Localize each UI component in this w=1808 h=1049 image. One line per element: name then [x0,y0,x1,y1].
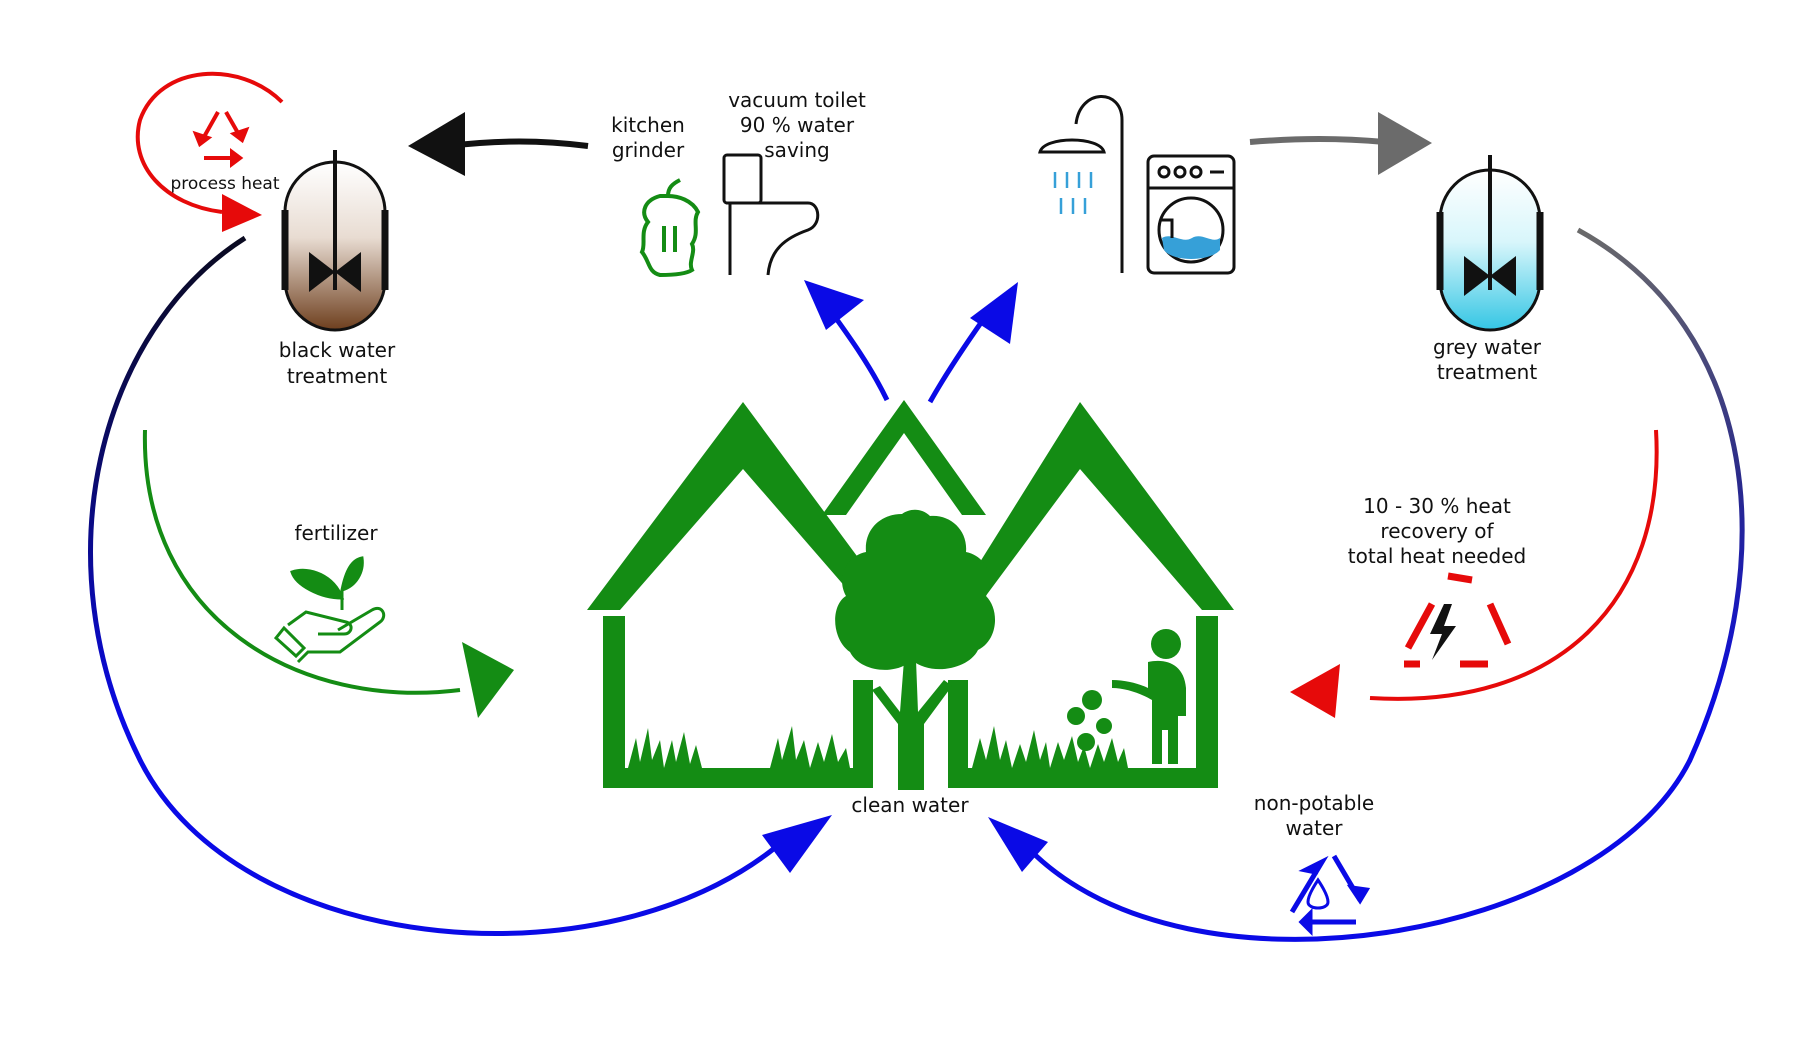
flower-icon [1067,690,1112,751]
arrowhead-clean-water-right [988,817,1048,872]
heat-recovery-label-line3: total heat needed [1348,544,1527,568]
heat-recovery-label-line1: 10 - 30 % heat [1363,494,1511,518]
fertilizer-label: fertilizer [294,521,378,545]
toilet-icon [722,153,820,276]
heat-recovery-arrow [1290,429,1659,718]
house-icon [587,400,1234,788]
recycle-icon [192,111,250,168]
heat-recovery-label-line2: recovery of [1380,519,1494,543]
black-water-flow-arrow [408,112,589,176]
kitchen-grinder-label-line1: kitchen [611,113,685,137]
water-recycle-icon [1289,854,1371,937]
black-water-label-line1: black water [279,338,396,362]
fertilizer-flow-arrow [142,429,514,718]
vacuum-toilet-label-line1: vacuum toilet [728,88,866,112]
process-heat-loop [135,71,284,232]
non-potable-water-label-line1: non-potable [1254,791,1374,815]
apple-core-icon [639,178,701,278]
tree-icon [835,509,996,790]
washing-machine-icon [1146,154,1236,275]
process-heat-label: process heat [170,174,279,194]
grey-water-label-line1: grey water [1433,335,1542,359]
kitchen-grinder-label-line2: grinder [612,138,685,162]
non-potable-water-label-line2: water [1286,816,1344,840]
black-water-return-loop [88,235,832,936]
grey-water-label-line2: treatment [1437,360,1537,384]
grey-water-flow-arrow [1249,112,1432,175]
vacuum-toilet-label-line2: 90 % water [740,113,855,137]
black-water-reactor-icon [281,150,389,332]
supply-arrow-shower [927,282,1018,404]
lightning-icon [1430,604,1456,660]
person-icon [1112,629,1186,764]
shower-icon [1038,95,1124,273]
lightning-recycle-icon [1404,572,1512,668]
clean-water-label: clean water [851,793,969,817]
arrowhead-clean-water-left [762,815,832,873]
supply-arrow-toilet [804,280,890,402]
black-water-label-line2: treatment [287,364,387,388]
water-drop-icon [1306,877,1330,910]
grey-water-reactor-icon [1436,155,1544,332]
vacuum-toilet-label-line3: saving [764,138,829,162]
plant-hand-icon [273,556,386,664]
grey-water-return-loop [988,227,1745,942]
